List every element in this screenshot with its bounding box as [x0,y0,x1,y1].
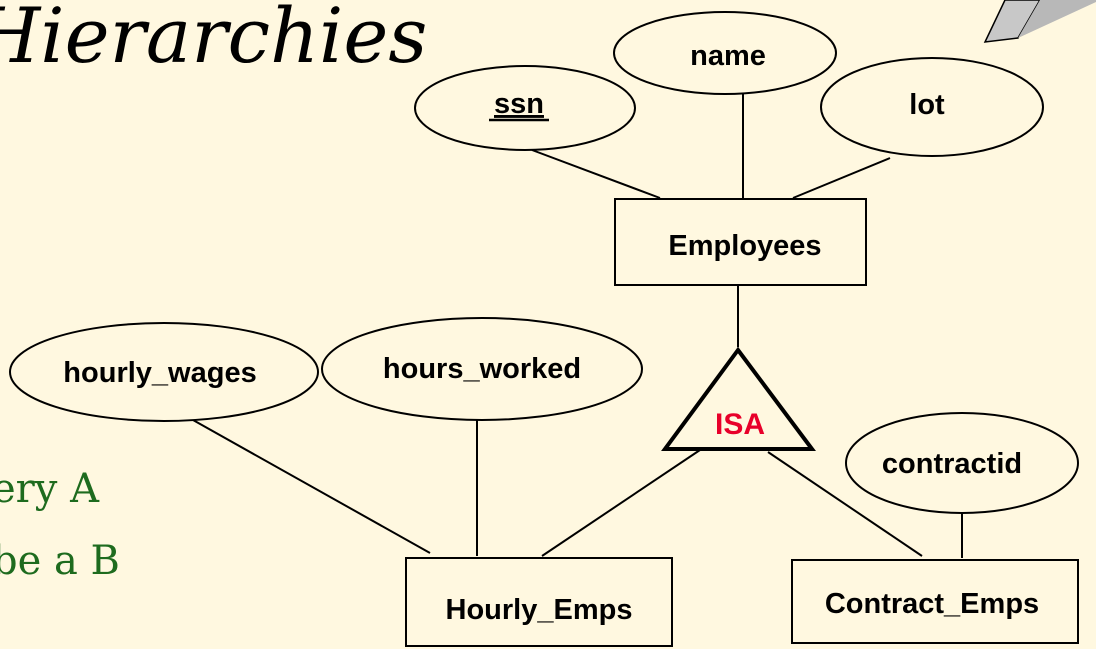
ssn-label: ssn [494,88,544,120]
isa-triangle [661,346,816,451]
attribute-lot: lot [820,57,1044,157]
hourly-emps-label: Hourly_Emps [446,594,633,626]
contract-emps-box [791,559,1079,644]
hourly-emps-box [405,557,673,647]
lot-link [792,157,891,199]
contract-emps-label: Contract_Emps [825,588,1039,620]
hours-worked-ellipse [321,317,643,421]
bullet-line-1: ery A [0,466,100,512]
hourly-wages-link [192,419,431,554]
attribute-ssn: ssn [414,65,636,151]
hourly-wages-label: hourly_wages [63,357,256,389]
attribute-name: name [613,11,837,95]
slide-title: Hierarchies [0,0,427,80]
hours-worked-label: hours_worked [383,353,581,385]
ssn-link [531,149,661,199]
contractid-label: contractid [882,448,1022,480]
attribute-hourly-wages: hourly_wages [9,322,319,422]
employees-label: Employees [668,230,821,262]
entity-contract-emps: Contract_Emps [791,559,1079,644]
contractid-ellipse [845,412,1079,514]
bullet-line-2: be a B [0,538,120,584]
entity-employees: Employees [614,198,867,286]
isa-contract-link [767,451,923,557]
cube-icon [983,0,1096,43]
employees-box [614,198,867,286]
entity-hourly-emps: Hourly_Emps [405,557,673,647]
name-label: name [690,40,766,72]
attribute-hours-worked: hours_worked [321,317,643,421]
lot-label: lot [909,89,945,121]
ssn-ellipse [414,65,636,151]
isa-label: ISA [715,408,765,441]
lot-ellipse [820,57,1044,157]
isa-hourly-link [541,449,701,557]
isa-relationship: ISA [661,346,816,451]
attribute-contractid: contractid [845,412,1079,514]
name-ellipse [613,11,837,95]
hourly-wages-ellipse [9,322,319,422]
connector-lines [192,94,963,558]
